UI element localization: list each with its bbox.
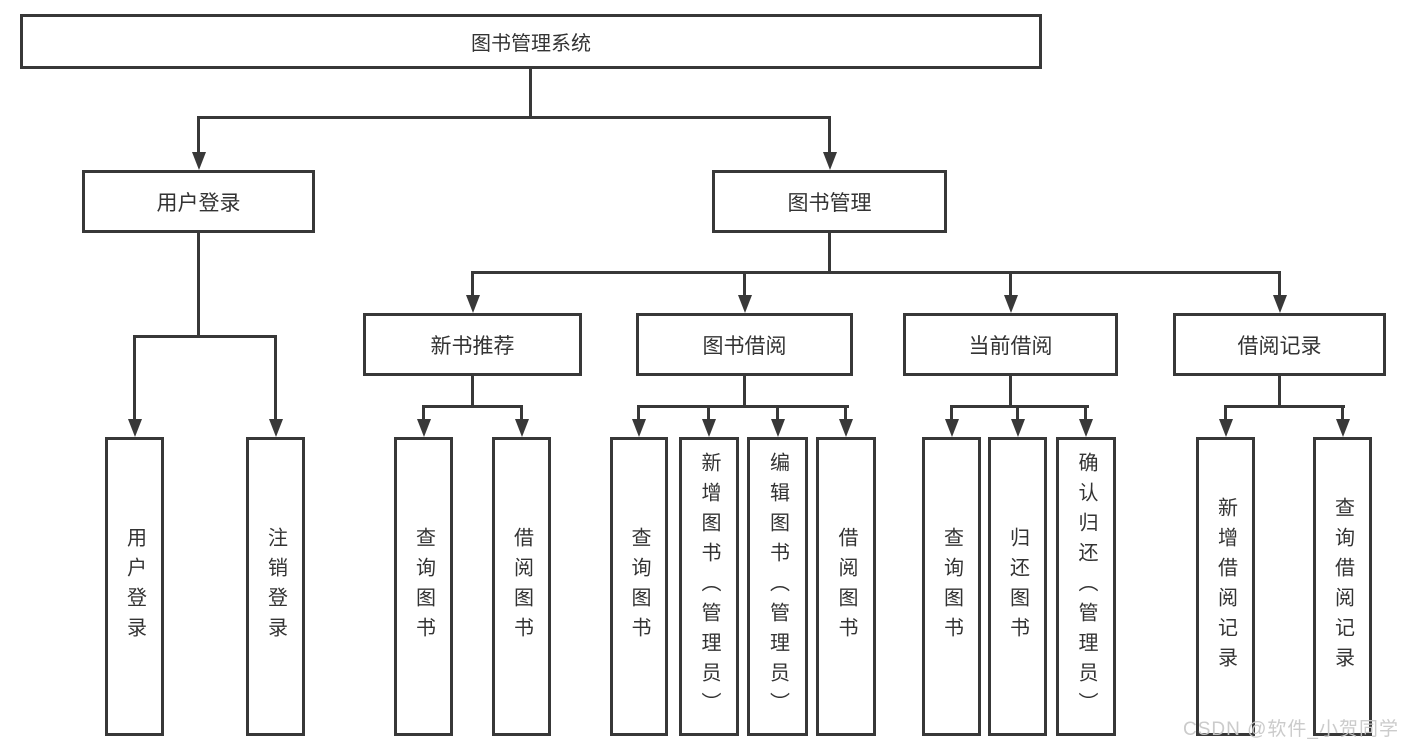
leaf-br-add-record-label: 新增借阅记录: [1214, 496, 1237, 677]
arrow-new-book: [466, 295, 480, 313]
connector-borrow-records-branch: [1224, 405, 1345, 408]
node-book-borrow-label: 图书借阅: [702, 334, 787, 358]
connector-drop-br-add: [1224, 405, 1227, 421]
leaf-bb-query-books: 查询图书: [610, 437, 668, 736]
arrow-book-borrow: [738, 295, 752, 313]
arrow-leaf-logout: [269, 419, 283, 437]
connector-drop-nb-borrow: [520, 405, 523, 421]
node-borrow-records-label: 借阅记录: [1237, 334, 1322, 358]
node-library-system: 图书管理系统: [20, 14, 1042, 69]
connector-drop-bb-query: [637, 405, 640, 421]
arrow-br-query: [1336, 419, 1350, 437]
connector-drop-bb-add: [707, 405, 710, 421]
node-book-management: 图书管理: [712, 170, 947, 233]
arrow-cb-return: [1011, 419, 1025, 437]
connector-book-mgmt-branch: [471, 271, 1281, 274]
connector-book-borrow-stem: [743, 376, 746, 407]
leaf-cb-confirm-return-admin-label: 确认归还（管理员）: [1075, 451, 1097, 722]
arrow-bb-add: [702, 419, 716, 437]
node-book-borrow: 图书借阅: [636, 313, 853, 376]
arrow-bb-edit: [771, 419, 785, 437]
arrow-cb-confirm: [1079, 419, 1093, 437]
arrow-nb-query: [417, 419, 431, 437]
connector-drop-leaf-logout: [274, 335, 277, 420]
leaf-bb-edit-books-admin: 编辑图书（管理员）: [747, 437, 808, 736]
connector-drop-book-borrow: [743, 271, 746, 296]
leaf-br-query-record-label: 查询借阅记录: [1331, 496, 1354, 677]
leaf-br-query-record: 查询借阅记录: [1313, 437, 1372, 736]
node-current-borrow-label: 当前借阅: [968, 334, 1053, 358]
arrow-borrow-records: [1273, 295, 1287, 313]
connector-drop-cb-confirm: [1084, 405, 1087, 421]
connector-drop-bb-edit: [776, 405, 779, 421]
arrow-leaf-login: [128, 419, 142, 437]
leaf-logout: 注销登录: [246, 437, 305, 736]
connector-book-borrow-branch: [637, 405, 849, 408]
leaf-bb-borrow-books: 借阅图书: [816, 437, 876, 736]
arrow-current-borrow: [1004, 295, 1018, 313]
leaf-nb-query-books: 查询图书: [394, 437, 453, 736]
node-book-management-label: 图书管理: [787, 191, 872, 215]
leaf-cb-query-books: 查询图书: [922, 437, 981, 736]
connector-root-stem: [529, 69, 532, 119]
leaf-bb-query-books-label: 查询图书: [628, 526, 650, 647]
connector-drop-user-login: [197, 116, 200, 153]
arrow-user-login: [192, 152, 206, 170]
leaf-bb-edit-books-admin-label: 编辑图书（管理员）: [766, 451, 789, 722]
node-borrow-records: 借阅记录: [1173, 313, 1386, 376]
connector-drop-current-borrow: [1009, 271, 1012, 296]
leaf-cb-return-books-label: 归还图书: [1006, 526, 1029, 647]
arrow-bb-borrow: [839, 419, 853, 437]
arrow-bb-query: [632, 419, 646, 437]
arrow-br-add: [1219, 419, 1233, 437]
arrow-cb-query: [945, 419, 959, 437]
leaf-bb-add-books-admin: 新增图书（管理员）: [679, 437, 739, 736]
arrow-book-mgmt: [823, 152, 837, 170]
csdn-watermark: CSDN @软件_小贺同学: [1183, 719, 1399, 740]
leaf-bb-add-books-admin-label: 新增图书（管理员）: [698, 451, 720, 722]
leaf-user-login-label: 用户登录: [123, 526, 146, 647]
connector-root-branch: [197, 116, 831, 119]
connector-drop-book-mgmt: [828, 116, 831, 153]
node-user-login-label: 用户登录: [156, 191, 241, 215]
connector-current-borrow-stem: [1009, 376, 1012, 407]
connector-drop-leaf-login: [133, 335, 136, 420]
leaf-cb-return-books: 归还图书: [988, 437, 1047, 736]
connector-new-book-branch: [422, 405, 523, 408]
arrow-nb-borrow: [515, 419, 529, 437]
connector-user-login-stem: [197, 233, 200, 338]
connector-drop-nb-query: [422, 405, 425, 421]
node-new-book-recommend: 新书推荐: [363, 313, 582, 376]
connector-drop-new-book: [471, 271, 474, 296]
connector-drop-cb-return: [1016, 405, 1019, 421]
leaf-nb-borrow-books-label: 借阅图书: [510, 526, 533, 647]
leaf-bb-borrow-books-label: 借阅图书: [835, 526, 857, 647]
connector-new-book-stem: [471, 376, 474, 407]
connector-drop-cb-query: [950, 405, 953, 421]
connector-drop-bb-borrow: [844, 405, 847, 421]
connector-current-borrow-branch: [950, 405, 1089, 408]
leaf-cb-query-books-label: 查询图书: [940, 526, 963, 647]
leaf-cb-confirm-return-admin: 确认归还（管理员）: [1056, 437, 1116, 736]
leaf-logout-label: 注销登录: [264, 526, 287, 647]
leaf-br-add-record: 新增借阅记录: [1196, 437, 1255, 736]
connector-drop-borrow-records: [1278, 271, 1281, 296]
leaf-nb-query-books-label: 查询图书: [412, 526, 435, 647]
node-library-system-label: 图书管理系统: [471, 33, 591, 55]
node-user-login: 用户登录: [82, 170, 315, 233]
connector-book-mgmt-stem: [828, 233, 831, 274]
node-current-borrow: 当前借阅: [903, 313, 1118, 376]
leaf-nb-borrow-books: 借阅图书: [492, 437, 551, 736]
connector-borrow-records-stem: [1278, 376, 1281, 407]
leaf-user-login: 用户登录: [105, 437, 164, 736]
connector-user-login-branch: [133, 335, 277, 338]
node-new-book-recommend-label: 新书推荐: [430, 334, 515, 358]
connector-drop-br-query: [1341, 405, 1344, 421]
